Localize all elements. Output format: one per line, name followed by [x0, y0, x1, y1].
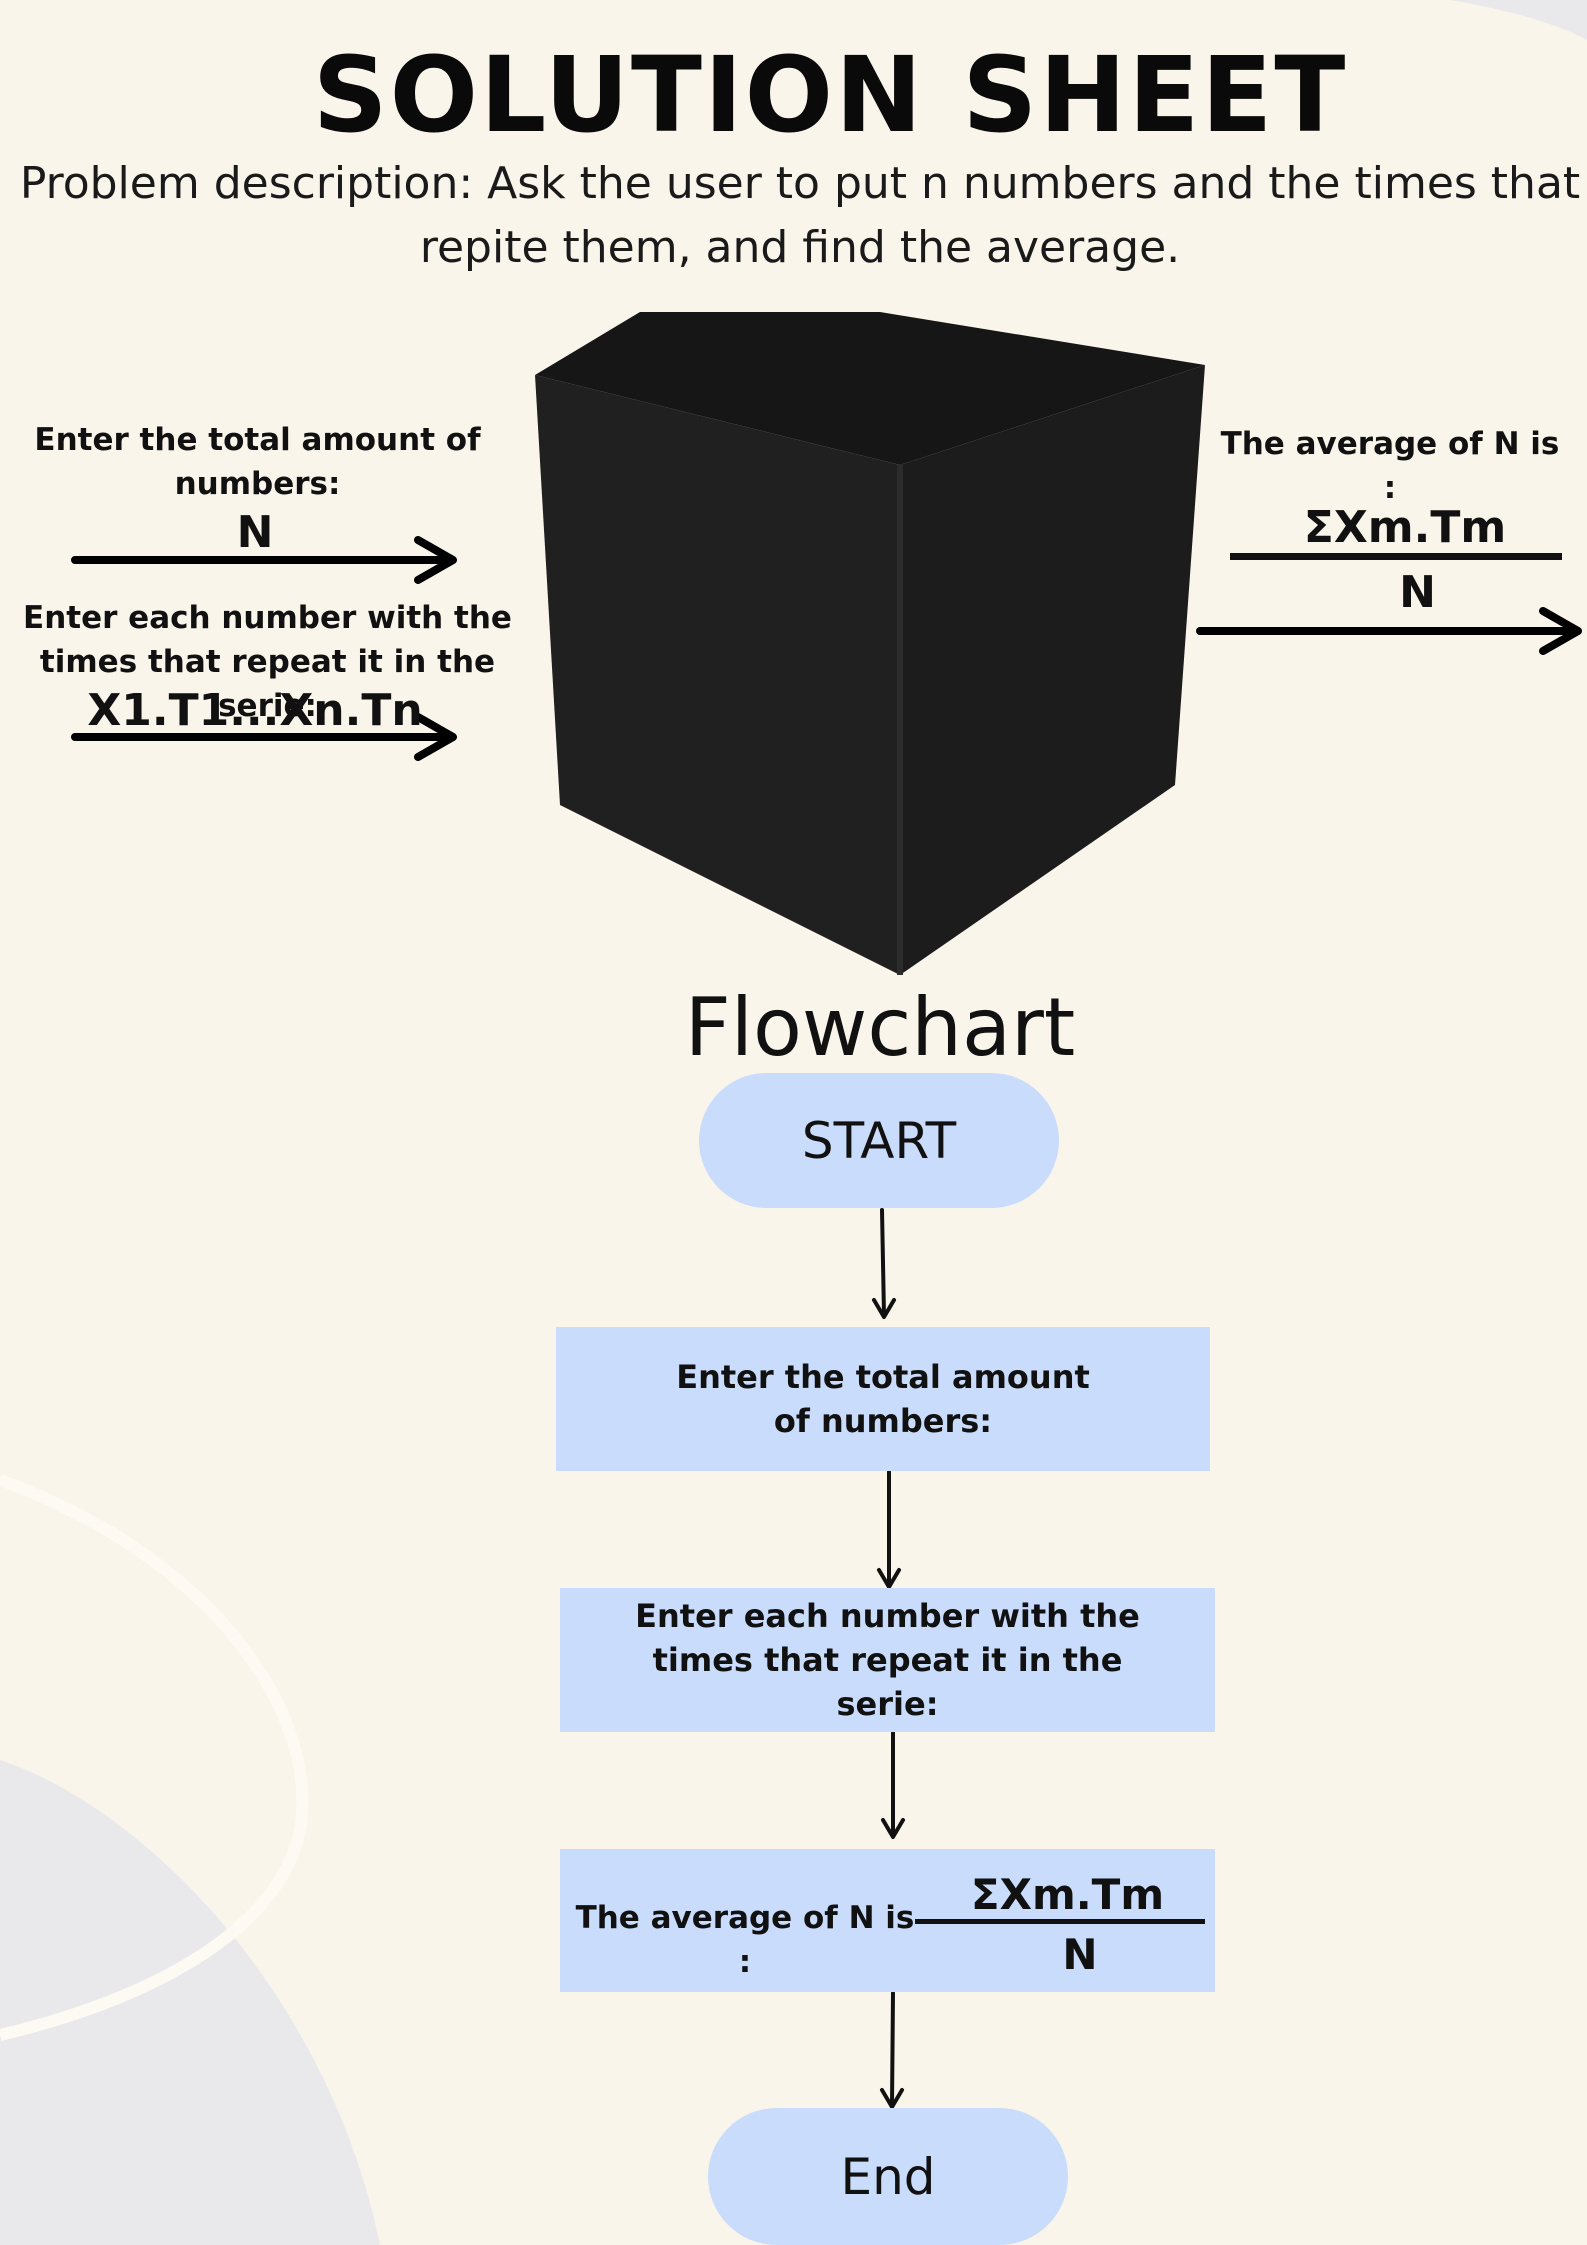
flowchart-step-enter-total: Enter the total amount of numbers: — [556, 1327, 1210, 1471]
step2-text: Enter each number with the times that re… — [635, 1597, 1140, 1723]
black-box-cube — [535, 312, 1205, 975]
step1-text: Enter the total amount of numbers: — [676, 1358, 1090, 1440]
output-denominator: N — [1399, 567, 1436, 618]
problem-description: Problem description: Ask the user to put… — [19, 158, 1581, 273]
input1-label: Enter the total amount of numbers: — [34, 422, 481, 502]
output-fraction-line — [1230, 553, 1562, 560]
output-numerator: ΣXm.Tm — [1303, 502, 1507, 553]
step3-text: The average of N is : — [575, 1900, 915, 1980]
output-label: The average of N is : — [1220, 426, 1560, 506]
step3-numerator: ΣXm.Tm — [970, 1870, 1165, 1919]
input1-symbol: N — [236, 507, 274, 558]
page-title: SOLUTION SHEET — [312, 34, 1348, 156]
cube-left-face — [535, 375, 900, 975]
flowchart-end: End — [708, 2108, 1068, 2245]
flowchart-title: Flowchart — [684, 981, 1076, 1074]
input2-arrow — [71, 713, 457, 761]
arrows-black-box — [71, 536, 1582, 761]
flowchart-start: START — [699, 1073, 1059, 1208]
input1-arrow — [71, 536, 457, 584]
input2-label: Enter each number with the times that re… — [23, 600, 512, 724]
flowchart-connectors — [872, 1208, 905, 2109]
background-blob-bottom-left — [0, 1760, 380, 2245]
input2-symbol: X1.T1...Xn.Tn — [87, 685, 423, 736]
background-blob-top-right — [1450, 0, 1587, 40]
cube-right-face — [900, 365, 1205, 975]
step3-denominator: N — [1062, 1930, 1098, 1979]
connector-step2-step3 — [881, 1731, 905, 1839]
step3-fraction-line — [915, 1919, 1205, 1924]
flowchart-step-enter-numbers: Enter each number with the times that re… — [560, 1588, 1215, 1732]
output-arrow — [1196, 607, 1582, 655]
connector-step3-end — [880, 1991, 904, 2109]
connector-start-step1 — [872, 1208, 896, 1319]
cube-top-face — [535, 312, 1205, 465]
background-ring-left — [0, 1474, 309, 2041]
connector-step1-step2 — [877, 1470, 901, 1589]
